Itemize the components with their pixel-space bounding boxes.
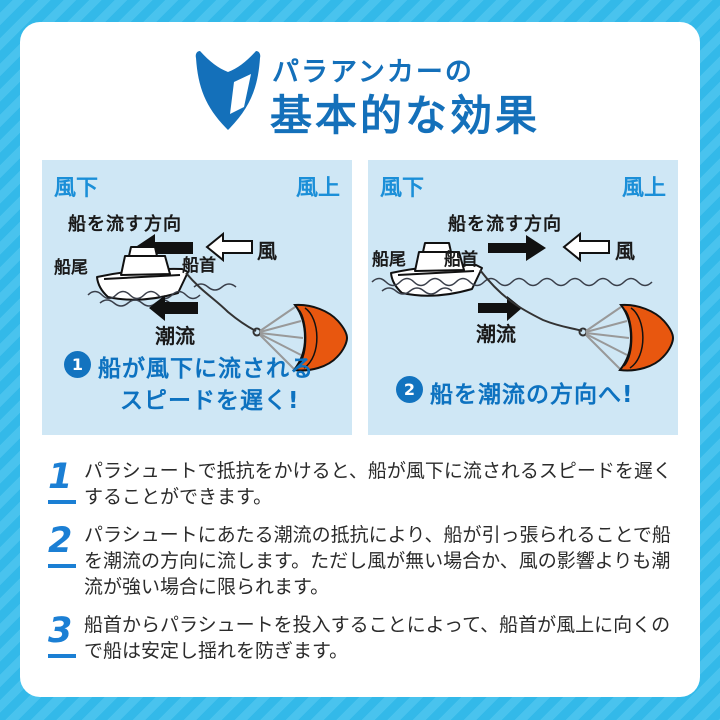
effect-badge: 2 xyxy=(396,376,423,403)
note-number-text: 2 xyxy=(48,524,77,568)
notes-list: 1 パラシュートで抵抗をかけると、船が風下に流されるスピードを遅くすることができ… xyxy=(48,458,688,664)
effect-caption-line1: 船が風下に流される xyxy=(98,356,314,382)
diagram-panel-drift-slow: 風下 風上 船を流す方向 風 船尾 船首 潮流 1 船が風下に流される スピード… xyxy=(42,160,352,435)
note-text: 船首からパラシュートを投入することによって、船首が風上に向くので船は安定し揺れを… xyxy=(84,614,671,662)
label-tide: 潮流 xyxy=(155,324,195,348)
label-stern: 船尾 xyxy=(54,258,88,278)
label-bow: 船首 xyxy=(444,250,478,270)
boat-icon xyxy=(96,246,189,301)
label-wind-down: 風下 xyxy=(380,176,425,201)
tide-arrow-icon xyxy=(149,295,198,321)
note-item: 3 船首からパラシュートを投入することによって、船首が風上に向くので船は安定し揺… xyxy=(48,612,688,664)
header-title-small: パラアンカーの xyxy=(272,57,474,88)
waves-icon xyxy=(371,277,653,295)
effect-caption-line1: 船を潮流の方向へ! xyxy=(430,382,634,408)
note-number-text: 3 xyxy=(48,614,77,658)
note-number: 3 xyxy=(48,612,84,658)
drift-arrow-icon xyxy=(488,235,546,261)
effect-badge: 1 xyxy=(64,351,91,378)
label-bow: 船首 xyxy=(182,256,216,276)
note-number: 2 xyxy=(48,522,84,568)
note-item: 1 パラシュートで抵抗をかけると、船が風下に流されるスピードを遅くすることができ… xyxy=(48,458,688,510)
header-title-large: 基本的な効果 xyxy=(270,91,541,140)
diagram-illustration-left xyxy=(87,231,349,372)
note-text: パラシュートで抵抗をかけると、船が風下に流されるスピードを遅くすることができます… xyxy=(84,460,672,508)
wind-hollow-arrow-icon xyxy=(205,231,253,263)
label-wind-down: 風下 xyxy=(54,176,99,201)
effect-caption-line2: スピードを遅く! xyxy=(120,388,300,414)
label-wind-up: 風上 xyxy=(295,176,340,201)
wind-hollow-arrow-icon xyxy=(562,231,610,263)
label-wind: 風 xyxy=(257,239,277,263)
note-number-text: 1 xyxy=(48,460,77,504)
label-wind: 風 xyxy=(615,239,635,263)
note-number: 1 xyxy=(48,458,84,504)
beginner-mark-icon xyxy=(195,51,261,130)
label-stern: 船尾 xyxy=(372,250,406,270)
note-item: 2 パラシュートにあたる潮流の抵抗により、船が引っ張られることで船を潮流の方向に… xyxy=(48,522,688,600)
parachute-icon xyxy=(585,303,675,372)
label-tide: 潮流 xyxy=(476,322,516,346)
parachute-icon xyxy=(259,303,349,372)
diagram-illustration-right xyxy=(371,231,675,372)
label-wind-up: 風上 xyxy=(621,176,666,201)
label-drift-direction: 船を流す方向 xyxy=(448,214,562,235)
content-card: パラアンカーの 基本的な効果 xyxy=(20,22,700,697)
diagram-panel-tide-direction: 風下 風上 船を流す方向 風 船尾 船首 潮流 2 船を潮流の方向へ! xyxy=(368,160,678,435)
note-text: パラシュートにあたる潮流の抵抗により、船が引っ張られることで船を潮流の方向に流し… xyxy=(84,524,671,598)
label-drift-direction: 船を流す方向 xyxy=(68,214,182,235)
